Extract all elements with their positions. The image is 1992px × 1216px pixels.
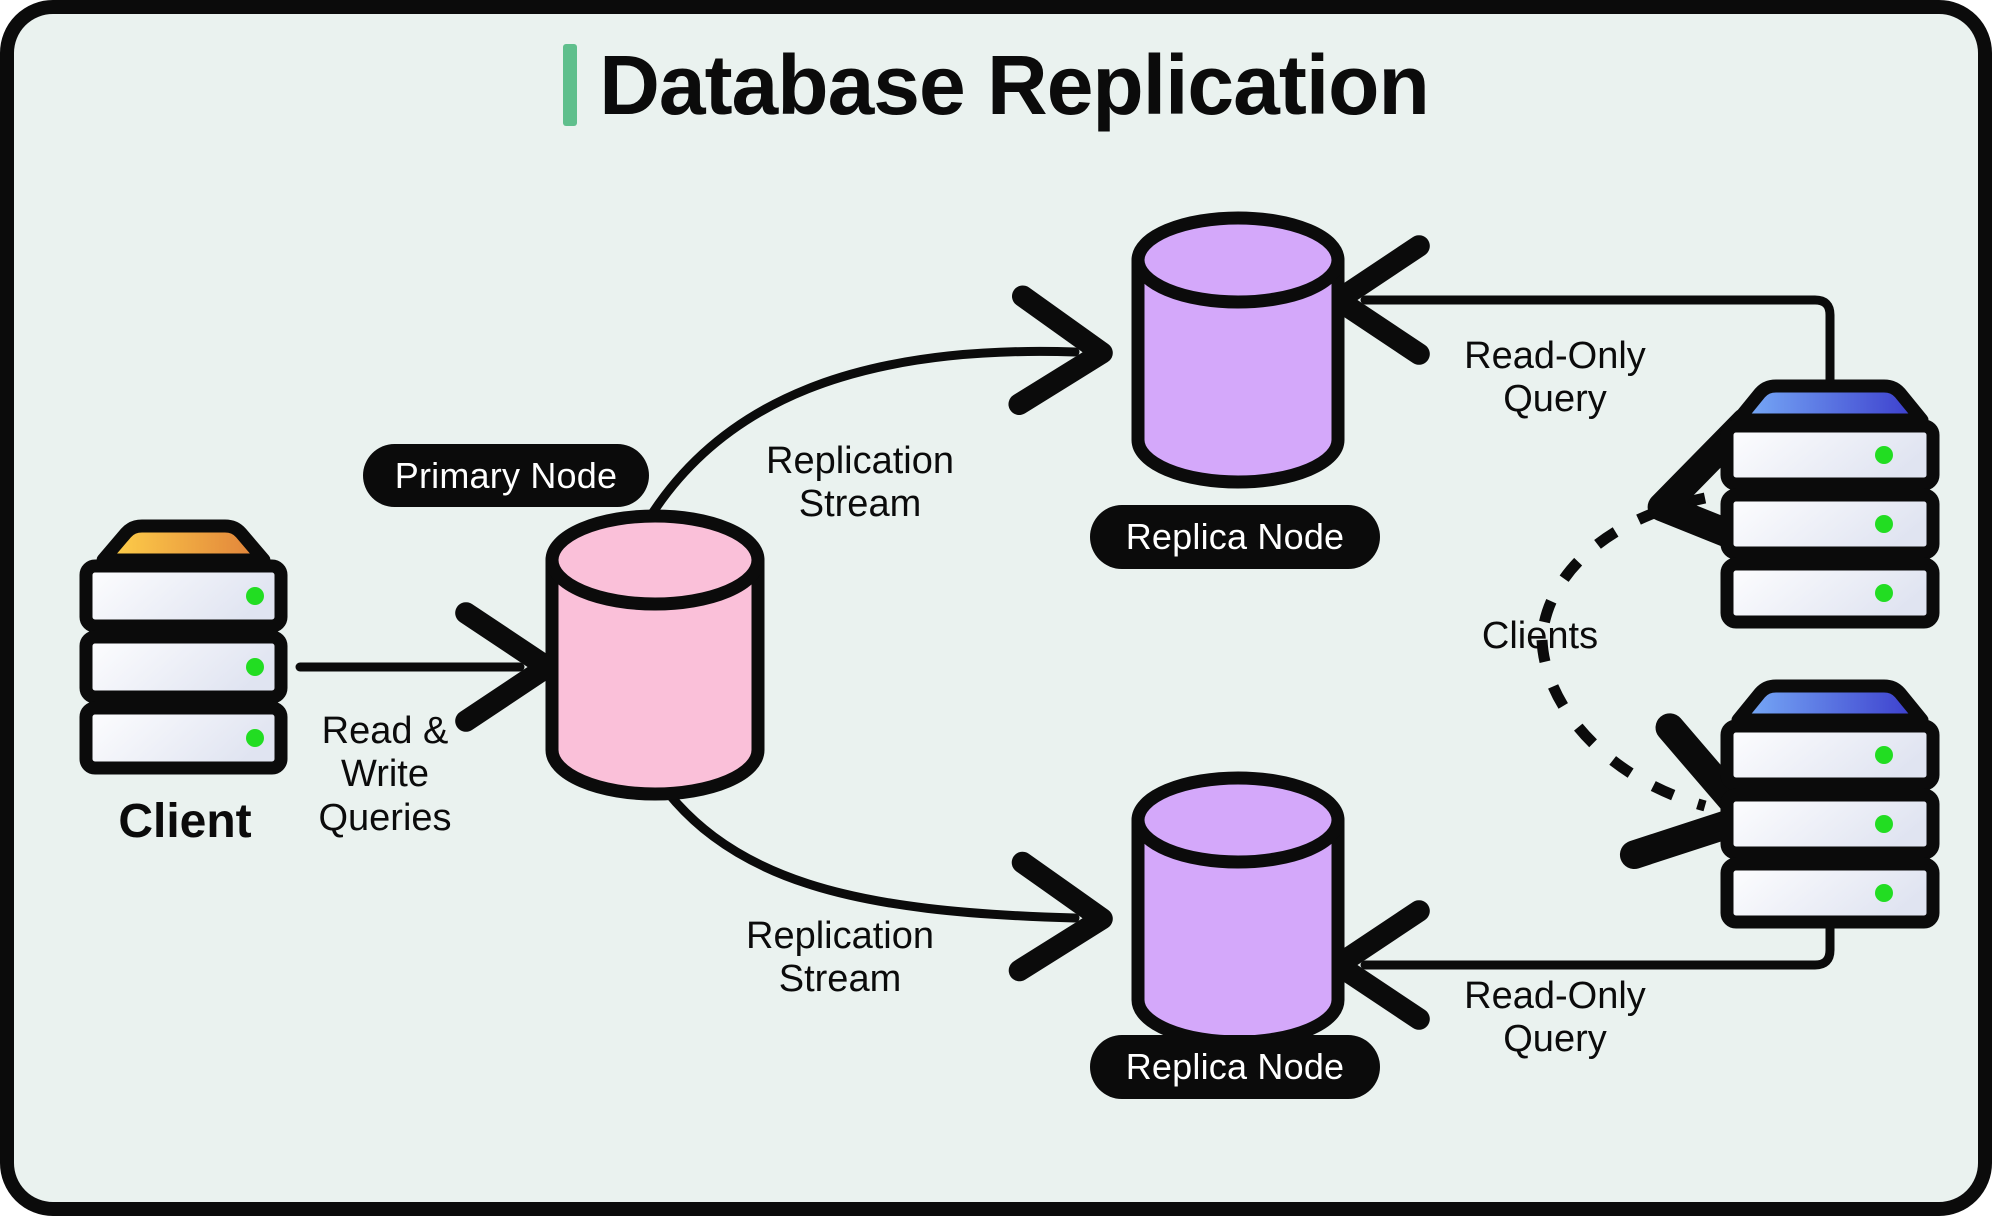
primary-database-icon (545, 509, 765, 801)
status-led (1875, 884, 1893, 902)
remote-client-server-top-icon (1720, 379, 1940, 629)
badge-primary-node-label: Primary Node (394, 454, 618, 496)
replica-bottom-database-icon (1131, 771, 1345, 1049)
edge-client-to-replica-top (1327, 235, 1835, 405)
clients-group-label: Clients (1481, 615, 1599, 657)
edge-primary-to-replica-top (640, 285, 1113, 530)
badge-replica-node-top-label: Replica Node (1125, 516, 1345, 557)
edge-client-to-replica-bottom (1327, 880, 1835, 1030)
edge-label-read-write-queries: Read & Write Queries (318, 710, 452, 839)
status-led (246, 729, 264, 747)
badge-replica-node-bottom-label: Replica Node (1125, 1046, 1345, 1087)
replica-top-database-icon (1131, 211, 1345, 489)
badge-replica-node-top[interactable]: Replica Node (1090, 505, 1380, 569)
status-led (1875, 515, 1893, 533)
edge-label-read-only-query-bottom: Read-Only Query (1464, 975, 1646, 1061)
badge-primary-node[interactable]: Primary Node (363, 444, 649, 507)
edge-label-replication-stream-top: Replication Stream (766, 440, 954, 526)
edge-label-read-only-query-top: Read-Only Query (1464, 335, 1646, 421)
edge-clients-dashed (1536, 407, 1787, 869)
remote-client-server-bottom-icon (1720, 679, 1940, 929)
client-label: Client (118, 795, 252, 848)
badge-replica-node-bottom[interactable]: Replica Node (1090, 1035, 1380, 1099)
client-server-icon (79, 519, 288, 775)
status-led (246, 587, 264, 605)
status-led (1875, 815, 1893, 833)
status-led (1875, 446, 1893, 464)
status-led (1875, 746, 1893, 764)
status-led (1875, 584, 1893, 602)
status-led (246, 658, 264, 676)
edge-label-replication-stream-bottom: Replication Stream (746, 915, 934, 1001)
edge-primary-to-replica-bottom (640, 755, 1113, 982)
